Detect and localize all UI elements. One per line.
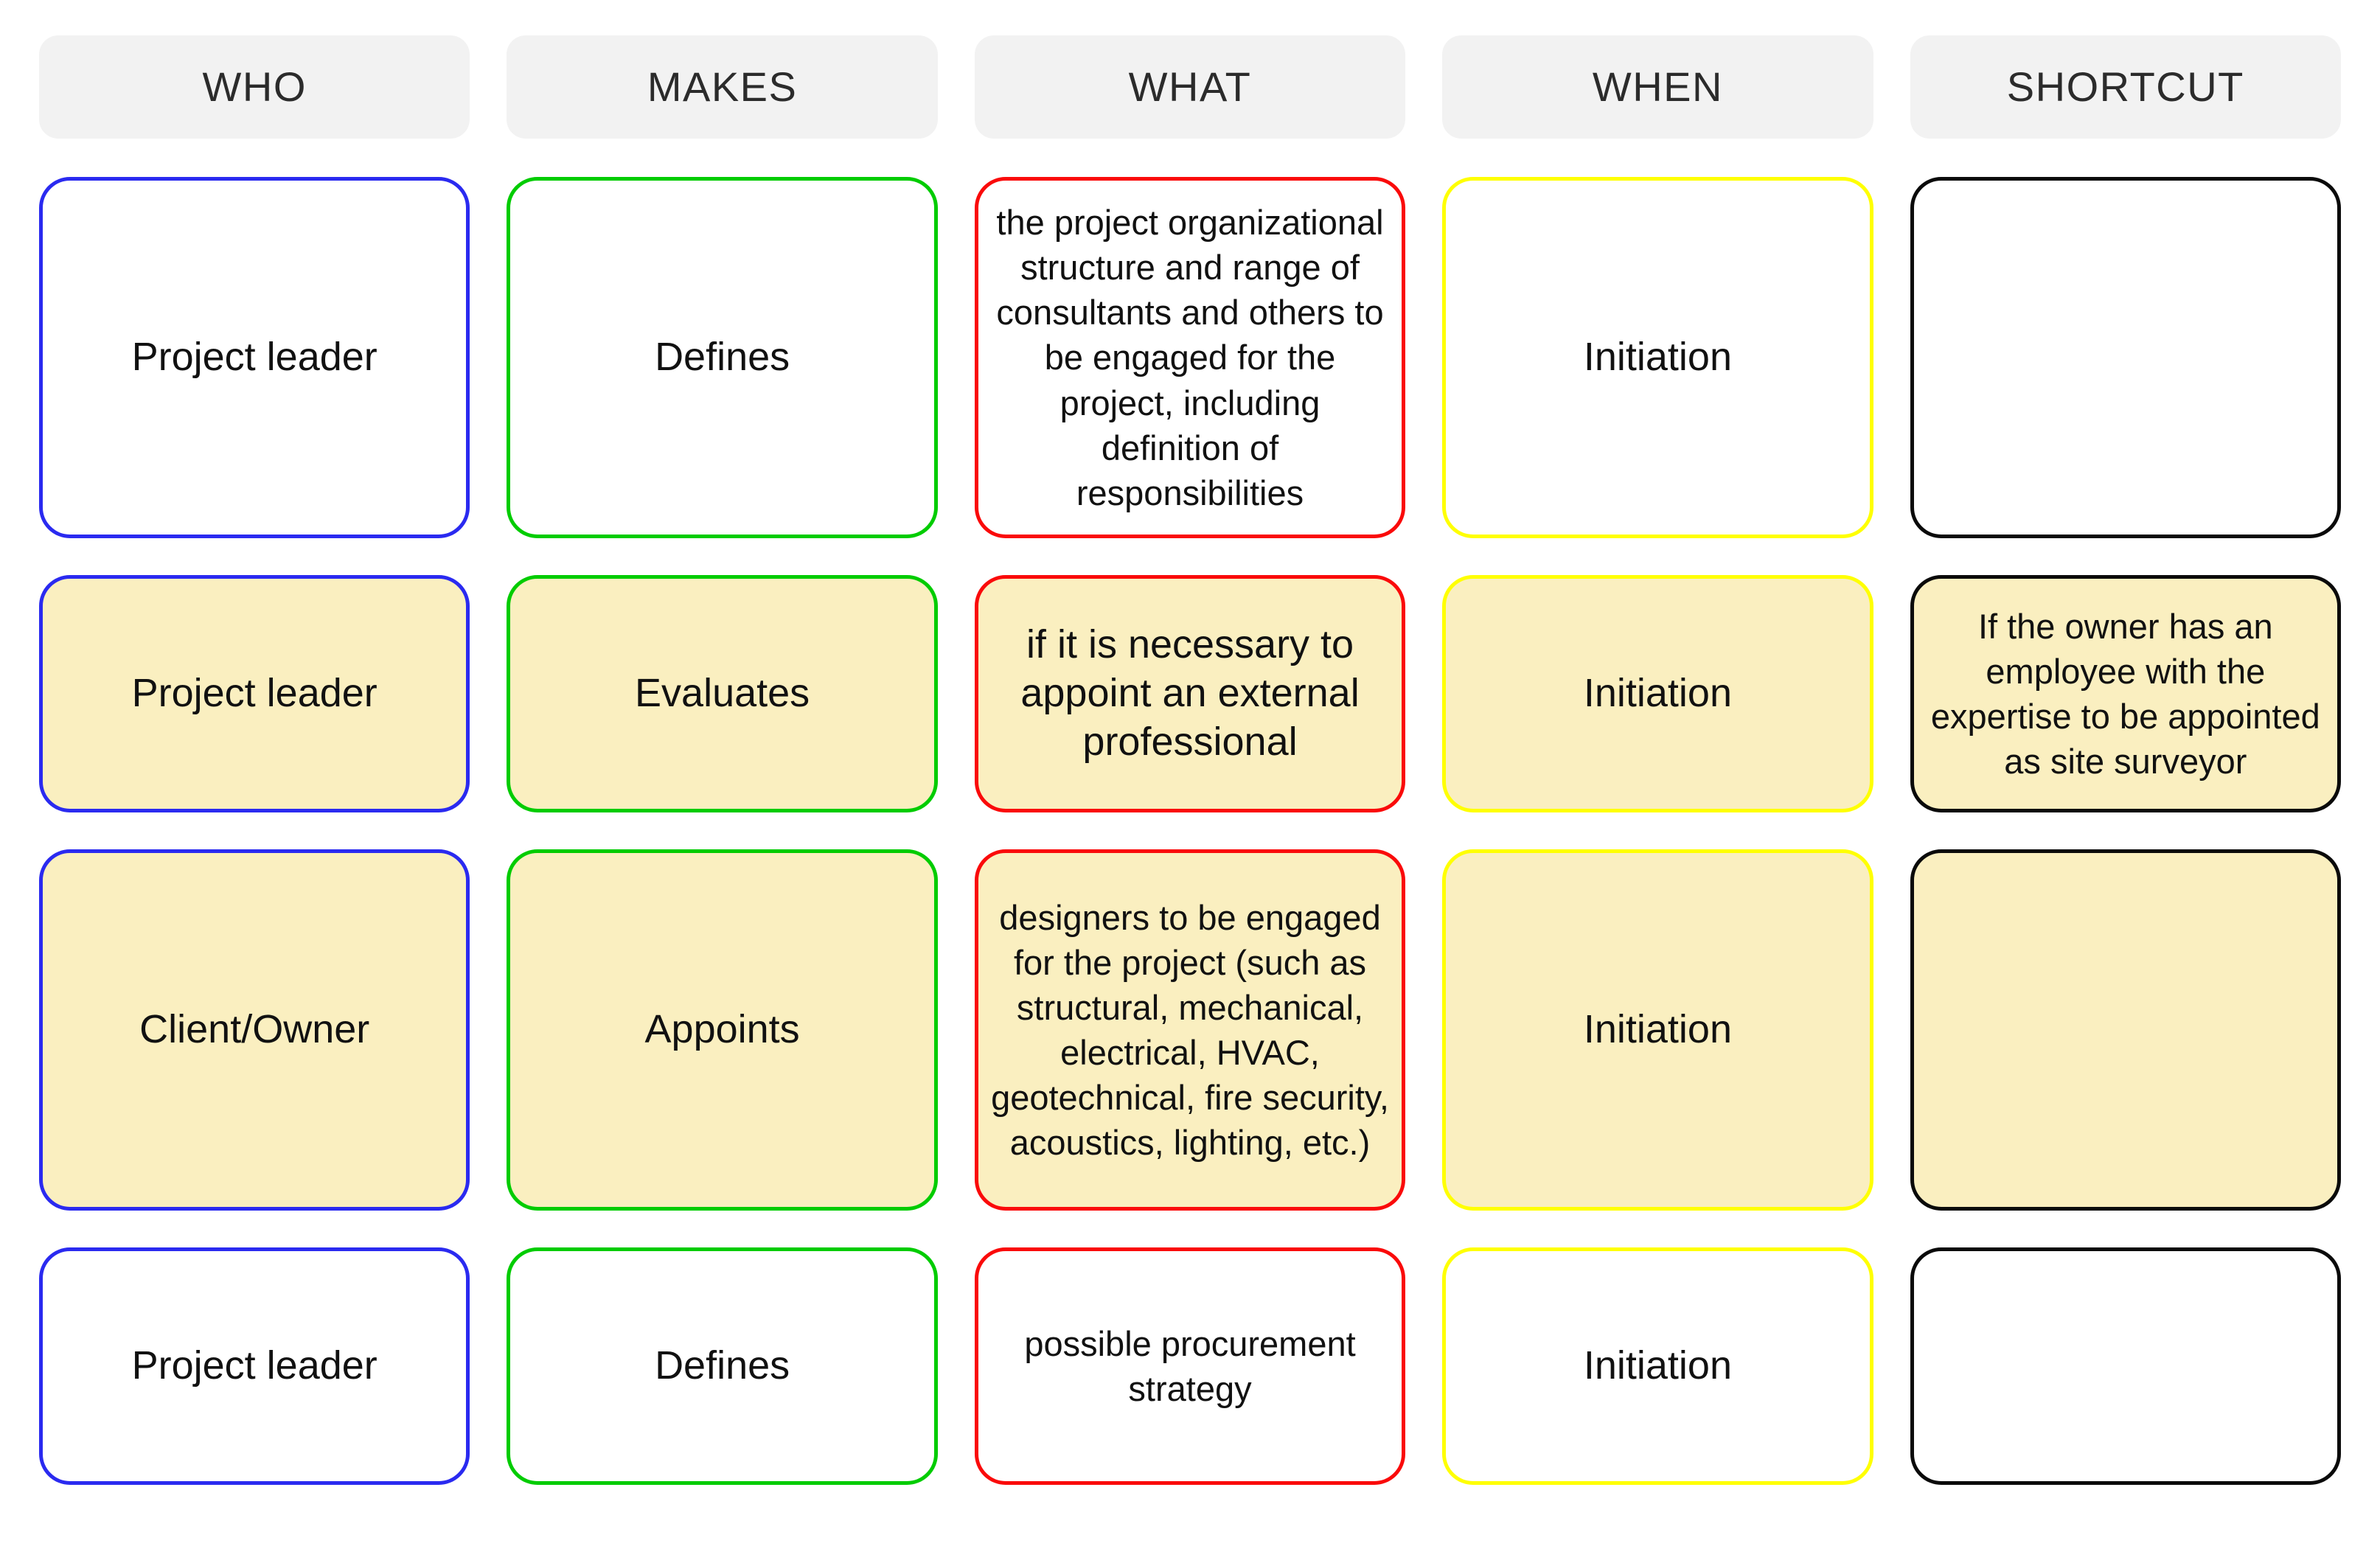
cell-shortcut-text: If the owner has an employee with the ex… — [1930, 606, 2320, 782]
cell-who[interactable]: Project leader — [39, 177, 470, 538]
column-header-what: WHAT — [974, 35, 1406, 139]
cell-makes[interactable]: Evaluates — [507, 575, 938, 812]
cell-when[interactable]: Initiation — [1442, 849, 1873, 1211]
table-header-row: WHO MAKES WHAT WHEN SHORTCUT — [39, 35, 2342, 139]
cell-shortcut[interactable]: If the owner has an employee with the ex… — [1910, 575, 2342, 812]
table-row: Project leader Defines possible procurem… — [39, 1247, 2342, 1485]
cell-who-text: Project leader — [131, 335, 377, 380]
cell-who[interactable]: Project leader — [39, 1247, 470, 1485]
cell-what-text: the project organizational structure and… — [996, 203, 1384, 512]
column-header-when-label: WHEN — [1592, 63, 1723, 110]
cell-makes[interactable]: Defines — [507, 1247, 938, 1485]
cell-what[interactable]: the project organizational structure and… — [974, 177, 1406, 538]
cell-makes[interactable]: Appoints — [507, 849, 938, 1211]
cell-who-text: Project leader — [131, 1343, 377, 1388]
column-header-makes: MAKES — [507, 35, 938, 139]
cell-shortcut[interactable] — [1910, 849, 2342, 1211]
column-header-shortcut-label: SHORTCUT — [2006, 63, 2244, 110]
cell-when-text: Initiation — [1583, 335, 1732, 380]
table-body: Project leader Defines the project organ… — [39, 177, 2342, 1485]
cell-makes-text: Defines — [655, 1343, 790, 1388]
table-row: Project leader Evaluates if it is necess… — [39, 575, 2342, 812]
column-header-who: WHO — [39, 35, 470, 139]
cell-makes-text: Defines — [655, 335, 790, 380]
cell-what-text: if it is necessary to appoint an externa… — [1020, 622, 1360, 764]
table-row: Client/Owner Appoints designers to be en… — [39, 849, 2342, 1211]
cell-what[interactable]: if it is necessary to appoint an externa… — [974, 575, 1406, 812]
cell-when-text: Initiation — [1583, 1343, 1732, 1388]
cell-shortcut[interactable] — [1910, 177, 2342, 538]
cell-when[interactable]: Initiation — [1442, 177, 1873, 538]
cell-who[interactable]: Project leader — [39, 575, 470, 812]
column-header-when: WHEN — [1442, 35, 1873, 139]
cell-makes-text: Appoints — [644, 1007, 800, 1052]
cell-when[interactable]: Initiation — [1442, 1247, 1873, 1485]
column-header-makes-label: MAKES — [647, 63, 798, 110]
column-header-who-label: WHO — [202, 63, 307, 110]
column-header-what-label: WHAT — [1128, 63, 1252, 110]
cell-when-text: Initiation — [1583, 1007, 1732, 1052]
column-header-shortcut: SHORTCUT — [1910, 35, 2342, 139]
cell-who[interactable]: Client/Owner — [39, 849, 470, 1211]
cell-who-text: Project leader — [131, 671, 377, 716]
cell-makes[interactable]: Defines — [507, 177, 938, 538]
cell-what-text: possible procurement strategy — [1024, 1323, 1356, 1408]
cell-what-text: designers to be engaged for the project … — [991, 897, 1389, 1163]
cell-what[interactable]: possible procurement strategy — [974, 1247, 1406, 1485]
table-row: Project leader Defines the project organ… — [39, 177, 2342, 538]
cell-when-text: Initiation — [1583, 671, 1732, 716]
cell-who-text: Client/Owner — [139, 1007, 370, 1052]
cell-when[interactable]: Initiation — [1442, 575, 1873, 812]
cell-shortcut[interactable] — [1910, 1247, 2342, 1485]
cell-what[interactable]: designers to be engaged for the project … — [974, 849, 1406, 1211]
cell-makes-text: Evaluates — [635, 671, 810, 716]
